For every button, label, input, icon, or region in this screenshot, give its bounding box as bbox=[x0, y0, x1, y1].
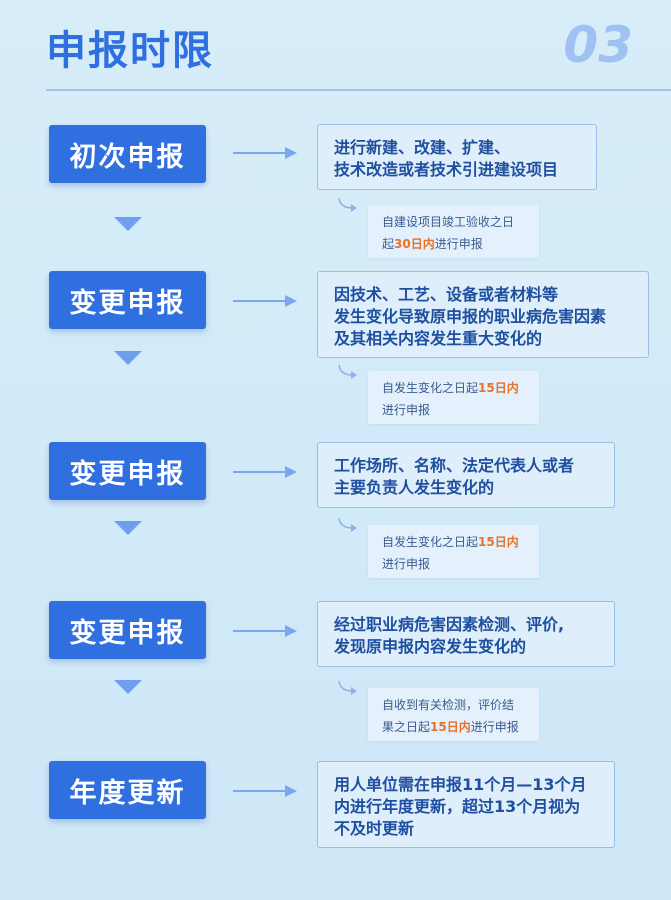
emphasis-text: 不及时更新 bbox=[334, 819, 415, 838]
description-line: 发生变化导致原申报的职业病危害因素 bbox=[334, 307, 607, 326]
note-line: 自发生变化之日起15日内 bbox=[382, 381, 519, 395]
description-line: 及其相关内容发生重大变化的 bbox=[334, 329, 543, 348]
step-description-box: 工作场所、名称、法定代表人或者 主要负责人发生变化的 bbox=[317, 442, 615, 508]
note-line: 进行申报 bbox=[382, 403, 431, 417]
description-line: 经过职业病危害因素检测、评价, bbox=[334, 615, 565, 634]
curved-arrow-icon bbox=[337, 196, 359, 214]
description-line: 因技术、工艺、设备或者材料等 bbox=[334, 285, 559, 304]
deadline-highlight: 15日内 bbox=[478, 535, 519, 549]
description-line: 技术改造或者技术引进建设项目 bbox=[334, 160, 559, 179]
step-button-annual-update[interactable]: 年度更新 bbox=[49, 761, 206, 819]
note-line: 自发生变化之日起15日内 bbox=[382, 535, 519, 549]
down-triangle-icon bbox=[114, 351, 142, 365]
deadline-highlight: 30日内 bbox=[394, 237, 435, 251]
description-line: 工作场所、名称、法定代表人或者 bbox=[334, 456, 575, 475]
step-button-change-declaration[interactable]: 变更申报 bbox=[49, 442, 206, 500]
section-number: 03 bbox=[563, 16, 633, 74]
right-arrow-icon bbox=[233, 464, 297, 480]
description-line: 进行新建、改建、扩建、 bbox=[334, 138, 511, 157]
note-line: 果之日起15日内进行申报 bbox=[382, 720, 519, 734]
description-line: 内进行年度更新，超过13个月视为 bbox=[334, 797, 581, 816]
emphasis-text: 超过13个月视为 bbox=[462, 797, 581, 816]
note-line: 自建设项目竣工验收之日 bbox=[382, 215, 515, 229]
step-button-change-declaration[interactable]: 变更申报 bbox=[49, 601, 206, 659]
note-line: 起30日内进行申报 bbox=[382, 237, 483, 251]
down-triangle-icon bbox=[114, 217, 142, 231]
curved-arrow-icon bbox=[337, 363, 359, 381]
curved-arrow-icon bbox=[337, 516, 359, 534]
step-description-box: 经过职业病危害因素检测、评价, 发现原申报内容发生变化的 bbox=[317, 601, 615, 667]
deadline-highlight: 15日内 bbox=[478, 381, 519, 395]
description-line: 用人单位需在申报11个月—13个月 bbox=[334, 775, 587, 794]
step-description-box: 进行新建、改建、扩建、 技术改造或者技术引进建设项目 bbox=[317, 124, 597, 190]
step-button-initial-declaration[interactable]: 初次申报 bbox=[49, 125, 206, 183]
right-arrow-icon bbox=[233, 783, 297, 799]
step-description-box: 用人单位需在申报11个月—13个月 内进行年度更新，超过13个月视为 不及时更新 bbox=[317, 761, 615, 848]
deadline-highlight: 15日内 bbox=[430, 720, 471, 734]
description-line: 发现原申报内容发生变化的 bbox=[334, 637, 527, 656]
description-line: 主要负责人发生变化的 bbox=[334, 478, 495, 497]
right-arrow-icon bbox=[233, 623, 297, 639]
title-divider bbox=[46, 89, 671, 91]
deadline-note: 自发生变化之日起15日内 进行申报 bbox=[368, 525, 539, 578]
step-description-box: 因技术、工艺、设备或者材料等 发生变化导致原申报的职业病危害因素 及其相关内容发… bbox=[317, 271, 649, 358]
step-button-change-declaration[interactable]: 变更申报 bbox=[49, 271, 206, 329]
right-arrow-icon bbox=[233, 293, 297, 309]
deadline-note: 自建设项目竣工验收之日 起30日内进行申报 bbox=[368, 205, 539, 258]
curved-arrow-icon bbox=[337, 679, 359, 697]
down-triangle-icon bbox=[114, 680, 142, 694]
page-title: 申报时限 bbox=[46, 28, 214, 74]
note-line: 进行申报 bbox=[382, 557, 431, 571]
deadline-note: 自收到有关检测，评价结 果之日起15日内进行申报 bbox=[368, 688, 539, 741]
deadline-note: 自发生变化之日起15日内 进行申报 bbox=[368, 371, 539, 424]
down-triangle-icon bbox=[114, 521, 142, 535]
note-line: 自收到有关检测，评价结 bbox=[382, 698, 515, 712]
right-arrow-icon bbox=[233, 145, 297, 161]
